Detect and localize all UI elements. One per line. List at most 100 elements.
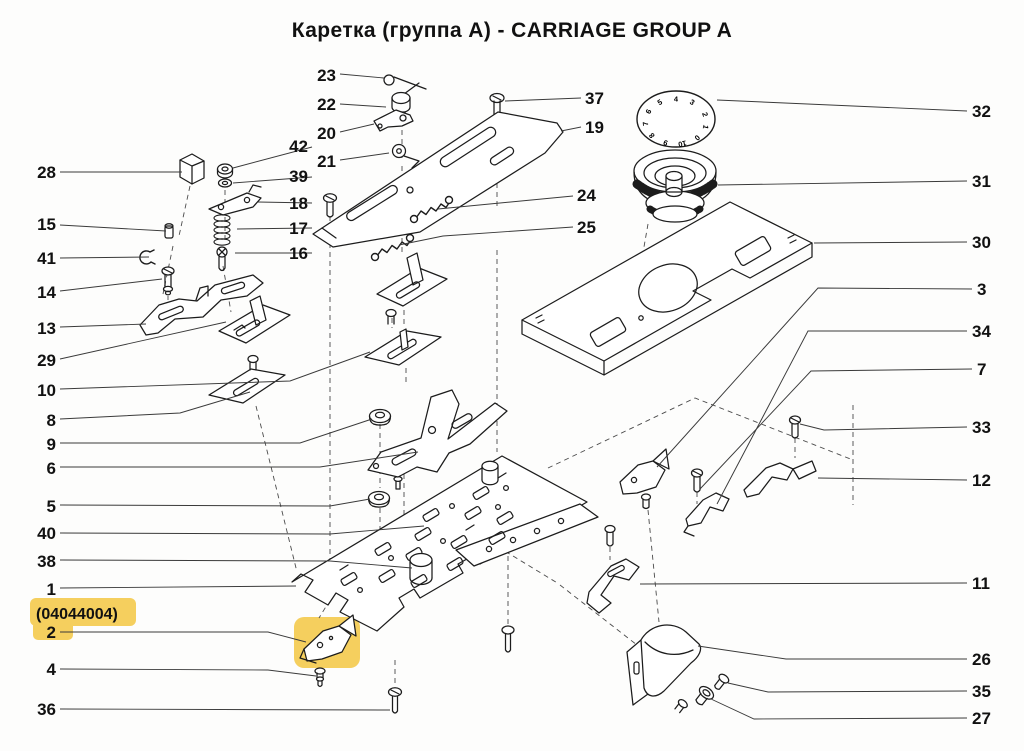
part-label-23: 23	[317, 66, 336, 85]
leader-line-17	[236, 227, 313, 230]
leader-line-42	[232, 146, 313, 169]
highlight-mark-1	[33, 621, 73, 640]
leader-line-25	[398, 226, 574, 246]
part-21-clip	[391, 143, 420, 169]
leader-line-41	[59, 256, 150, 259]
leader-line-9	[60, 418, 373, 444]
part-label-38: 38	[37, 552, 56, 571]
part-42-nut	[216, 163, 234, 179]
leader-line-39	[232, 176, 313, 184]
part-2-latch-highlighted	[299, 614, 357, 664]
leader-line-22	[339, 103, 387, 108]
dial-digit-6: 6	[644, 108, 654, 116]
leader-lines	[59, 73, 973, 720]
leader-line-4	[59, 668, 317, 677]
part-13-bracket	[139, 274, 264, 336]
leader-line-36	[59, 708, 391, 711]
part-label-32: 32	[972, 102, 991, 121]
part-label-15: 15	[37, 215, 56, 234]
leader-line-31	[717, 180, 968, 186]
dial-digit-10: 10	[677, 138, 687, 149]
part-30-cover	[521, 201, 813, 376]
part-7-screw	[690, 468, 704, 493]
part-label-13: 13	[37, 319, 56, 338]
part-11-bracket	[586, 524, 640, 614]
part-label-18: 18	[289, 194, 308, 213]
part-17-spring	[213, 214, 231, 246]
part-label-30: 30	[972, 233, 991, 252]
part-26-cover	[626, 624, 702, 706]
part-label-28: 28	[37, 163, 56, 182]
part-33-screw	[788, 415, 802, 439]
part-14-screw	[161, 266, 175, 296]
part-10-bracket	[364, 308, 442, 366]
part-27-screw	[695, 685, 715, 706]
part-label-25: 25	[577, 218, 596, 237]
long-screw-right	[501, 625, 515, 653]
part-label-22: 22	[317, 95, 336, 114]
title-english: CARRIAGE GROUP A	[511, 19, 733, 42]
part-label-19: 19	[585, 118, 604, 137]
part-8-bracket	[208, 354, 286, 404]
part-28-block	[179, 153, 205, 185]
part-label-21: 21	[317, 152, 336, 171]
part-label-9: 9	[47, 435, 56, 454]
part-23-wire-clip	[383, 74, 427, 95]
part-31-knob	[632, 149, 718, 223]
leader-line-40	[59, 525, 425, 535]
dial-digit-8: 8	[647, 131, 657, 140]
part-label-16: 16	[289, 244, 308, 263]
dial-digit-7: 7	[641, 121, 650, 126]
leader-line-20	[339, 123, 375, 133]
part-label-17: 17	[289, 219, 308, 238]
leader-line-11	[639, 582, 968, 585]
leader-line-3	[656, 287, 973, 468]
part-29-flag-bracket	[218, 295, 291, 344]
bottom-extra-screw	[674, 699, 688, 714]
dial-digit-0: 0	[693, 133, 702, 142]
leader-line-15	[59, 224, 167, 232]
leader-line-24	[437, 195, 574, 210]
page-title: Каретка (группа А) - CARRIAGE GROUP A	[0, 19, 1024, 43]
part-label-41: 41	[37, 249, 56, 268]
leader-line-21	[339, 152, 390, 161]
part-24-spring	[409, 195, 454, 224]
part-36-screw	[387, 687, 403, 714]
leader-line-34	[716, 330, 967, 505]
part-label-24: 24	[577, 186, 596, 205]
part-34-bracket	[683, 492, 730, 537]
part-label-36: 36	[37, 700, 56, 719]
leader-line-1	[59, 585, 297, 589]
part-label-7: 7	[977, 360, 986, 379]
part-label-14: 14	[37, 283, 56, 302]
part-label-8: 8	[47, 411, 56, 430]
dial-digit-2: 2	[700, 111, 710, 118]
leader-line-18	[257, 201, 313, 204]
part-label-34: 34	[972, 322, 991, 341]
assembly-dashed-lines	[162, 112, 854, 686]
leader-line-12	[817, 477, 968, 481]
leader-line-14	[59, 278, 163, 292]
dial-digit-1: 1	[701, 124, 711, 130]
dial-digit-9: 9	[662, 138, 669, 148]
part-12-bracket	[743, 460, 817, 498]
part-label-35: 35	[972, 682, 991, 701]
leader-line-19	[560, 126, 582, 132]
part-label-29: 29	[37, 351, 56, 370]
part-16-screw	[216, 246, 228, 272]
leader-line-27	[710, 698, 968, 720]
part-39-washer	[217, 178, 233, 188]
part-label-42: 42	[289, 137, 308, 156]
part-label-37: 37	[585, 89, 604, 108]
part-label-20: 20	[317, 124, 336, 143]
part-1-base-plate	[291, 455, 599, 632]
part-35-screw	[714, 673, 730, 690]
part-label-2: 2	[47, 623, 56, 642]
part-9-grommet	[368, 408, 392, 426]
part-label-5: 5	[47, 497, 56, 516]
dial-digit-5: 5	[656, 97, 664, 107]
leader-line-37	[504, 97, 582, 102]
